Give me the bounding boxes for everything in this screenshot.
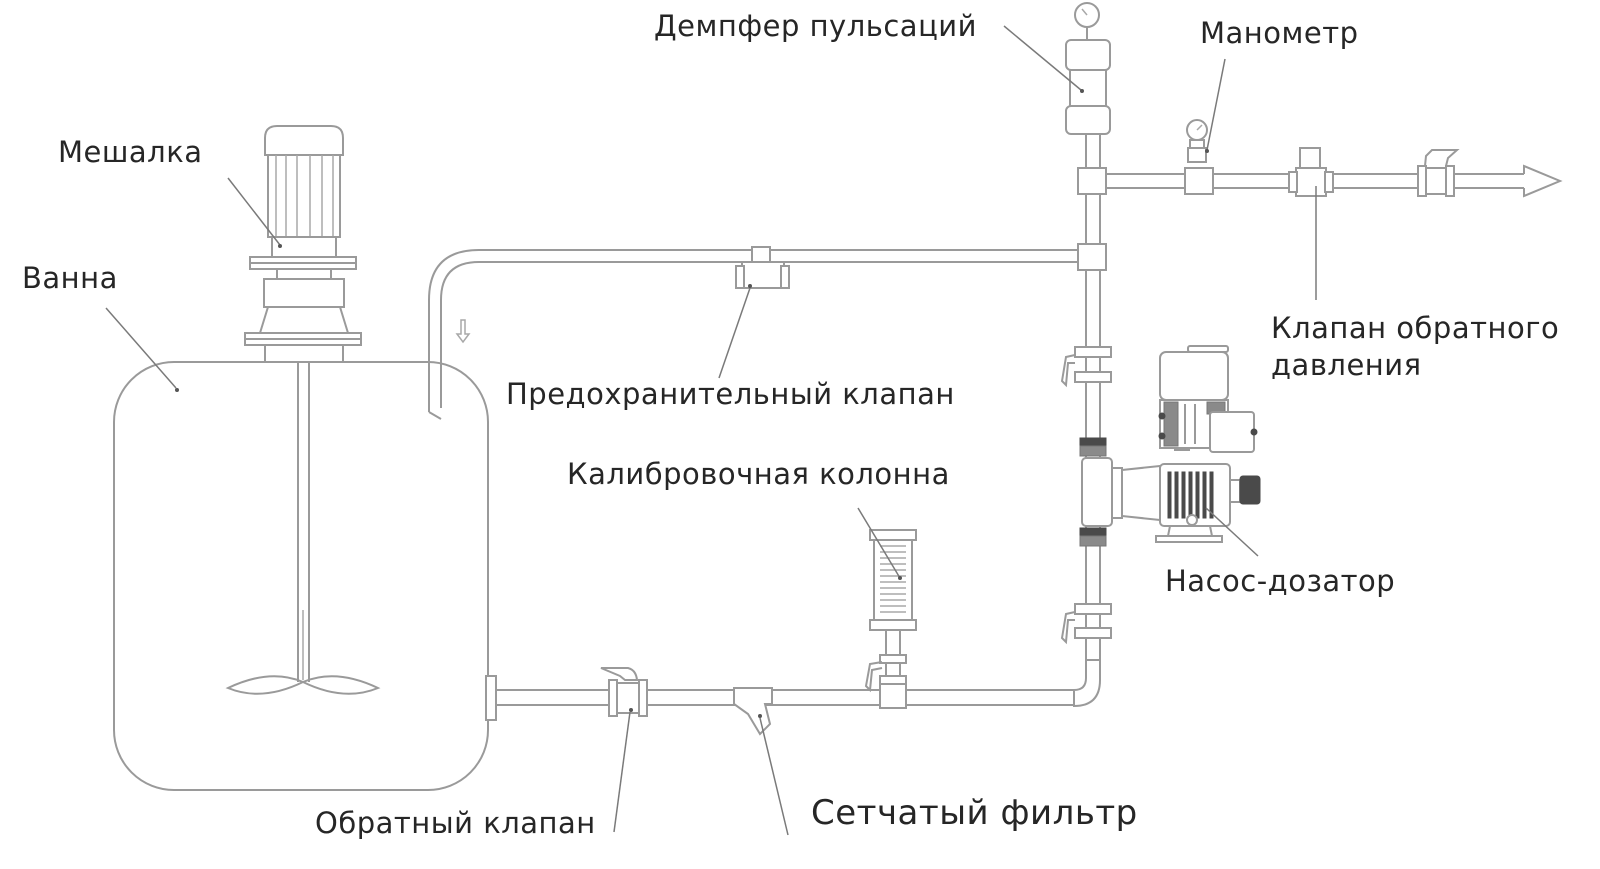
safety-valve (735, 246, 790, 289)
label-back-pressure-valve-line1: Клапан обратного (1271, 311, 1560, 345)
riser-pipe (1060, 130, 1112, 660)
leader-lines (105, 25, 1317, 836)
label-strainer: Сетчатый фильтр (811, 793, 1138, 833)
label-mixer: Мешалка (58, 135, 203, 169)
label-pressure-gauge: Манометр (1200, 16, 1359, 50)
label-tank: Ванна (22, 261, 118, 295)
check-valve (600, 667, 648, 717)
pulsation-damper (1065, 2, 1111, 135)
label-safety-valve: Предохранительный клапан (506, 377, 955, 411)
label-pulsation-damper: Демпфер пульсаций (654, 9, 977, 43)
outlet-valve (1417, 149, 1460, 197)
dosing-pump (1081, 345, 1261, 543)
label-back-pressure-valve-line2: давления (1271, 348, 1422, 382)
back-pressure-valve (1288, 147, 1334, 197)
label-dosing-pump: Насос-дозатор (1165, 564, 1396, 598)
tank (113, 361, 489, 791)
label-check-valve: Обратный клапан (315, 806, 596, 840)
suction-pipe (485, 659, 1101, 721)
calibration-column (864, 529, 917, 709)
pressure-gauge (1184, 119, 1214, 195)
strainer (733, 687, 773, 736)
mixer (225, 125, 381, 695)
return-pipe (428, 249, 1086, 420)
label-calibration-column: Калибровочная колонна (567, 457, 950, 491)
